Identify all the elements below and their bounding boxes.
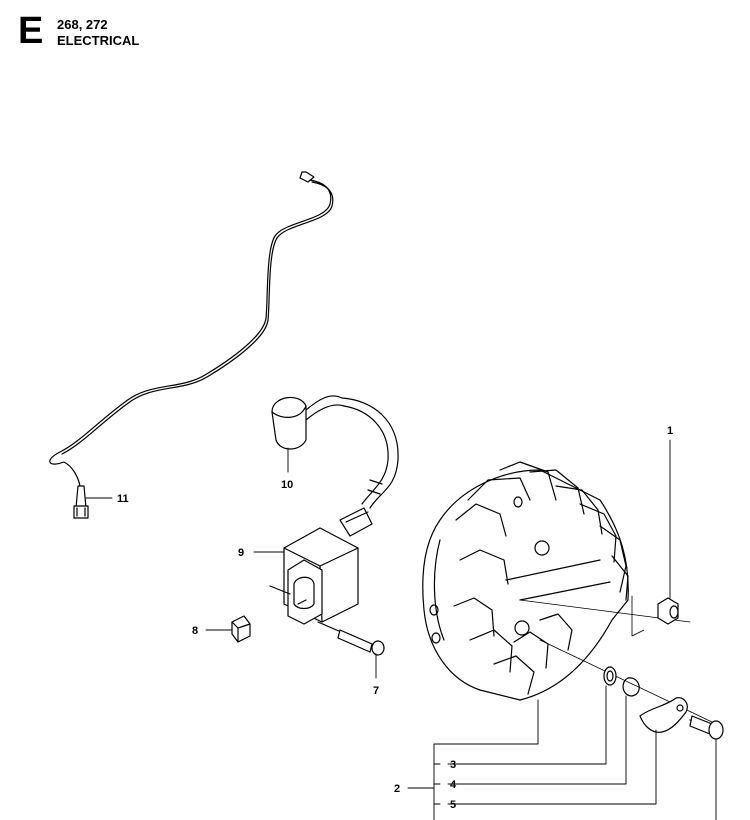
callout-10: 10 bbox=[281, 479, 293, 491]
section-title: ELECTRICAL bbox=[57, 33, 140, 48]
callout-7: 7 bbox=[373, 685, 379, 697]
callout-2: 2 bbox=[394, 783, 400, 795]
pawl bbox=[639, 697, 688, 733]
stop-wire bbox=[49, 171, 334, 519]
callout-4: 4 bbox=[450, 779, 457, 791]
section-letter: E bbox=[18, 10, 44, 52]
callout-8: 8 bbox=[192, 625, 198, 637]
washer bbox=[603, 666, 617, 686]
ignition-module bbox=[269, 507, 373, 625]
callout-3: 3 bbox=[450, 759, 456, 771]
flywheel bbox=[422, 461, 629, 701]
flywheel-nut bbox=[657, 597, 679, 625]
callout-11: 11 bbox=[117, 493, 129, 505]
module-screw bbox=[317, 621, 385, 656]
callout-1: 1 bbox=[667, 425, 673, 437]
spring bbox=[622, 677, 640, 697]
spark-plug-cap bbox=[271, 395, 399, 509]
callout-5: 5 bbox=[450, 799, 456, 811]
spacer-block bbox=[231, 615, 251, 643]
model-numbers: 268, 272 bbox=[57, 17, 108, 32]
callout-9: 9 bbox=[238, 547, 244, 559]
pawl-bolt bbox=[689, 715, 724, 740]
leader-lines bbox=[85, 439, 717, 820]
